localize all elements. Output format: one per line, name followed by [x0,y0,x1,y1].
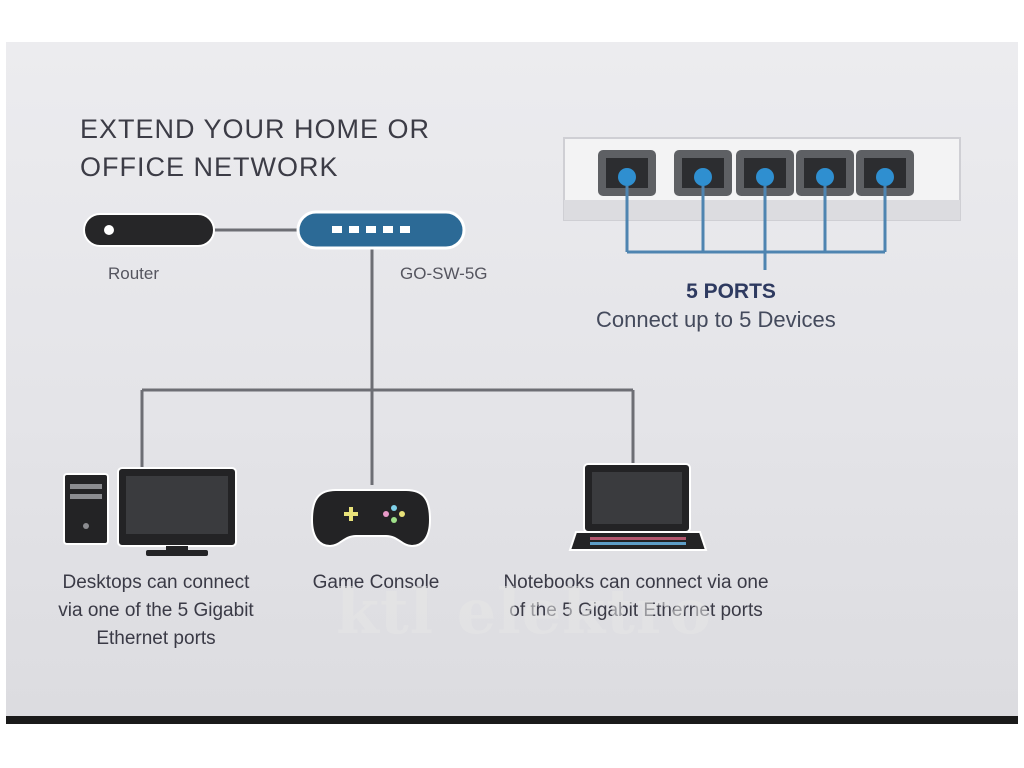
desktop-computer-icon [63,467,237,556]
port-4 [796,150,854,196]
desktop-caption: Desktops can connect via one of the 5 Gi… [58,572,254,649]
ports-title: 5 PORTS [686,280,776,303]
switch-model-label: GO-SW-5G [400,264,488,283]
port-3 [736,150,794,196]
diagram-panel: EXTEND YOUR HOME OR OFFICE NETWORK [6,42,1018,724]
router-icon [83,213,215,247]
game-controller-icon [310,489,432,548]
port-5 [856,150,914,196]
router-label: Router [108,264,160,283]
watermark: ktl elektro [336,575,712,648]
title-line-2: OFFICE NETWORK [80,152,339,182]
game-console-caption: Game Console [312,572,440,593]
port-panel-illustration [563,137,961,270]
port-1 [598,150,656,196]
diagram-title: EXTEND YOUR HOME OR OFFICE NETWORK [80,110,430,186]
ports-description: Connect up to 5 Devices [596,307,836,332]
switch-icon [296,210,466,250]
connection-lines [140,228,635,485]
network-diagram [63,137,961,556]
notebook-caption: Notebooks can connect via one of the 5 G… [503,572,769,621]
port-2 [674,150,732,196]
title-line-1: EXTEND YOUR HOME OR [80,114,431,144]
notebook-icon [568,463,708,551]
port-connector-lines [625,186,887,270]
